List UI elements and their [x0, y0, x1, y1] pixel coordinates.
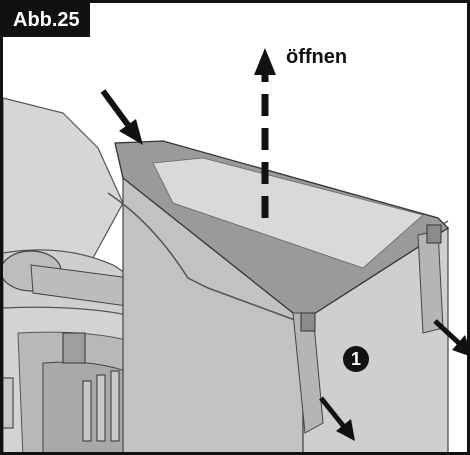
- arrow-pull-icon: [433, 319, 467, 356]
- figure-label: Abb.25: [3, 3, 90, 37]
- arrow-open-icon: [254, 48, 276, 218]
- arrow-push-icon: [100, 89, 143, 145]
- filter-box: [107, 140, 450, 452]
- part-marker: 1: [343, 346, 369, 372]
- arrow-pull-icon: [319, 396, 355, 441]
- technical-illustration: [3, 48, 467, 452]
- open-caption: öffnen: [286, 46, 348, 68]
